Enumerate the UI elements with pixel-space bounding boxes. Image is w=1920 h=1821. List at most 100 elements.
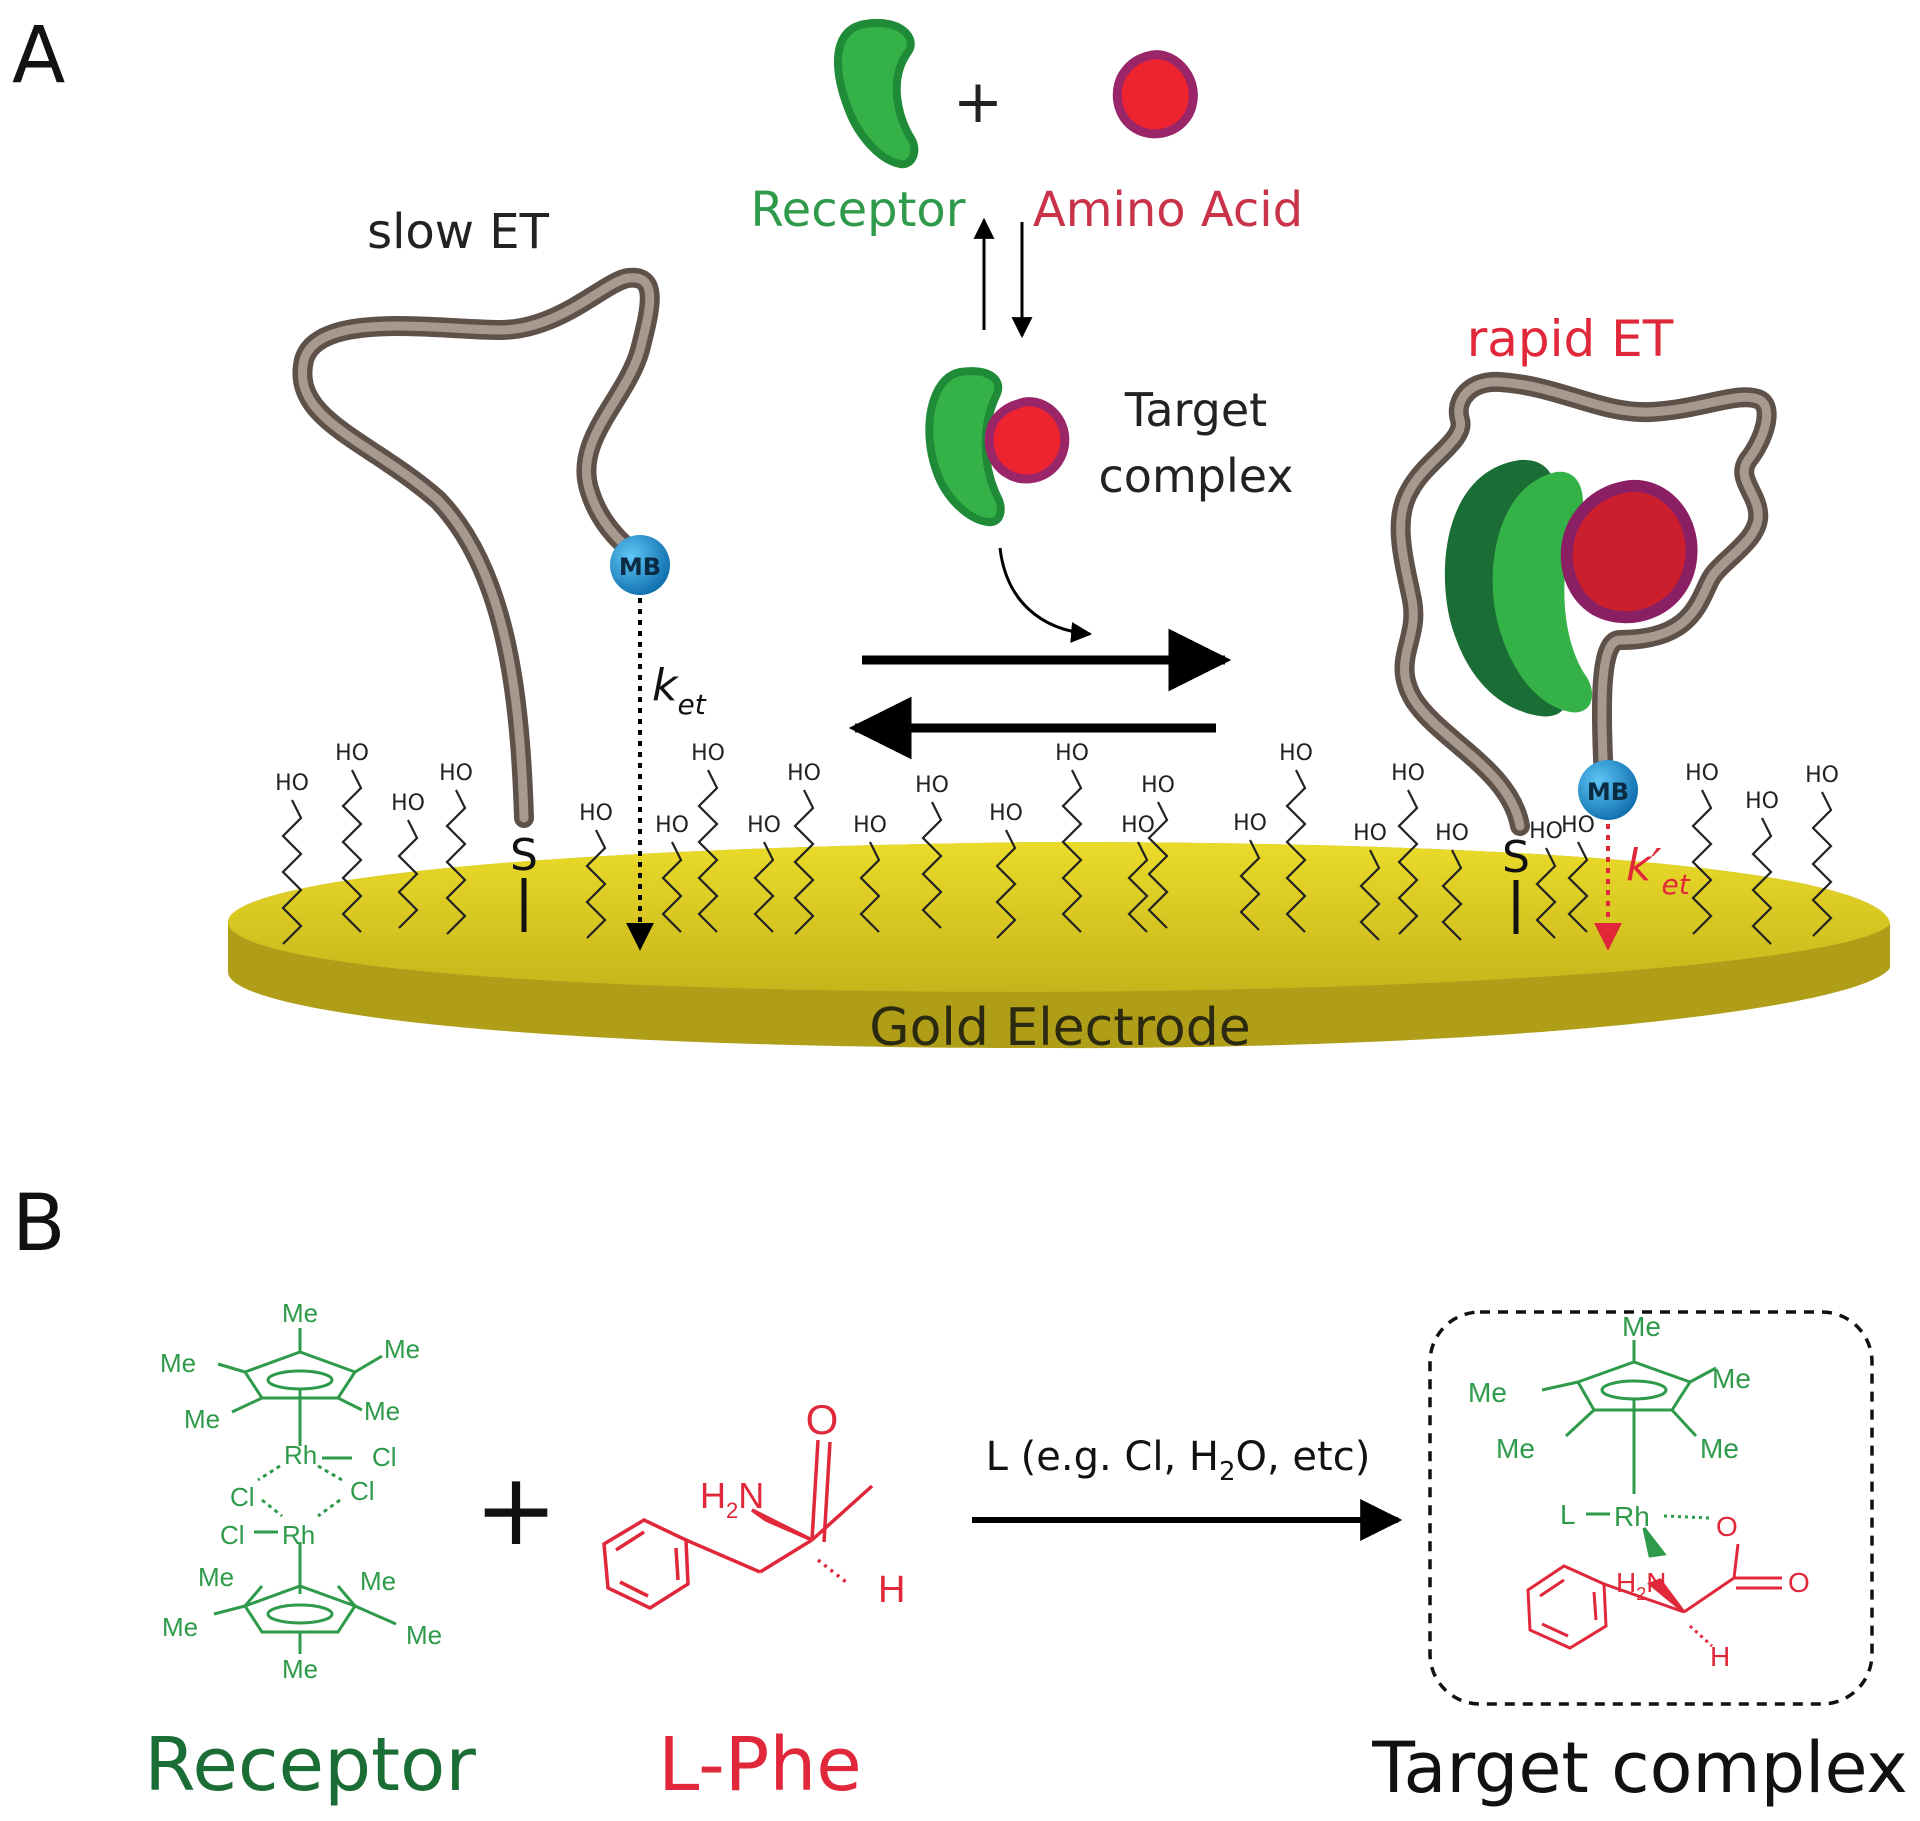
target-complex-shape [925,367,1070,527]
hydroxyl-label: HO [1745,789,1779,814]
bound-target-complex [1444,459,1698,717]
phe-hydrogen: H [878,1569,905,1611]
binding-curve-arrow [998,547,1093,643]
receptor-label: Receptor [750,182,965,238]
gold-electrode [228,842,1890,1049]
ket-label: ket [652,660,707,721]
ket-prime-label: k′et [1626,840,1691,901]
hydroxyl-label: HO [1391,761,1425,786]
tc-amine: H2N [1616,1567,1666,1604]
amino-acid-label: Amino Acid [1033,182,1303,238]
alkane-chain [1359,849,1381,941]
alkane-chain [281,799,303,945]
receptor-name: Receptor [144,1722,476,1808]
amino-acid-shape [1112,50,1198,139]
target-complex-name: Target complex [1371,1727,1907,1809]
me-8: Me [162,1612,198,1642]
hydroxyl-label: HO [747,813,781,838]
alkane-chain [585,829,607,939]
plus-sign-a: + [953,67,1003,137]
alkane-chain [1441,849,1463,941]
alkane-chain [1285,769,1307,933]
mb-redox-right [1578,760,1638,820]
hydroxyl-label: HO [1685,761,1719,786]
me-6: Me [198,1562,234,1592]
phe-oxygen: O [806,1396,839,1443]
slow-et-label: slow ET [367,204,550,260]
hydroxyl-label: HO [655,813,689,838]
rh-2: Rh [282,1520,315,1550]
hydroxyl-label: HO [1529,819,1563,844]
me-10: Me [282,1654,318,1684]
cl-2: Cl [230,1482,255,1512]
alkane-chain [995,829,1017,939]
hydroxyl-label: HO [1233,811,1267,836]
cl-3: Cl [350,1476,375,1506]
alkane-chain [397,819,419,929]
hydroxyl-label: HO [691,741,725,766]
me-7: Me [360,1566,396,1596]
target-complex-label-2: complex [1099,449,1294,503]
cl-4: Cl [220,1520,245,1550]
hydroxyl-label: HO [853,813,887,838]
rh-1: Rh [284,1440,317,1470]
sulfur-atom-right: S [1502,832,1530,883]
hydroxyl-label: HO [579,801,613,826]
alkane-chain [1147,801,1169,929]
cl-1: Cl [372,1442,397,1472]
hydroxyl-label: HO [1121,813,1155,838]
target-complex-box [1428,1310,1874,1706]
panel-a-label: A [12,11,65,101]
reaction-conditions: L (e.g. Cl, H2O, etc) [986,1434,1371,1487]
me-9: Me [406,1620,442,1650]
alkane-chain [921,801,943,929]
tc-me-4: Me [1496,1433,1535,1464]
alkane-chain [753,841,775,933]
receptor-dimer-structure [213,1328,397,1654]
hydroxyl-label: HO [1353,821,1387,846]
tc-hydrogen: H [1710,1641,1730,1672]
target-complex-structure [1526,1340,1782,1650]
mb-label-right: MB [1587,778,1629,806]
target-complex-label-1: Target [1124,383,1267,437]
hydroxyl-label: HO [439,761,473,786]
l-phe-name: L-Phe [658,1722,862,1808]
me-3: Me [384,1334,420,1364]
alkane-chain [1127,841,1149,933]
hydroxyl-label: HO [1435,821,1469,846]
hydroxyl-label: HO [1141,773,1175,798]
hydroxyl-label: HO [275,771,309,796]
tc-l: L [1560,1499,1576,1530]
alkane-chain [445,789,467,935]
hydroxyl-label: HO [1561,813,1595,838]
me-2: Me [160,1348,196,1378]
alkane-chain [661,841,683,933]
sulfur-atom-left: S [510,830,538,881]
hydroxyl-label: HO [989,801,1023,826]
alkane-chain [793,789,815,935]
hydroxyl-label: HO [335,741,369,766]
alkane-chain [697,769,719,933]
hydroxyl-label: HO [1279,741,1313,766]
alkane-chain [1567,841,1589,933]
phe-amine: H2N [700,1475,764,1523]
me-1: Me [282,1298,318,1328]
panel-b-label: B [12,1179,66,1269]
tc-me-3: Me [1712,1363,1751,1394]
hydroxyl-label: HO [915,773,949,798]
l-phe-structure [602,1439,874,1610]
mb-redox-left [610,535,670,595]
rapid-et-label: rapid ET [1467,310,1674,368]
alkane-chain [1691,789,1713,935]
tc-me-1: Me [1622,1311,1661,1342]
hydroxyl-label: HO [787,761,821,786]
gold-electrode-label: Gold Electrode [869,998,1250,1058]
hydroxyl-label: HO [1805,763,1839,788]
tc-me-2: Me [1468,1377,1507,1408]
hydroxyl-label: HO [1055,741,1089,766]
tc-rh: Rh [1614,1501,1650,1532]
tc-o-carbonyl: O [1788,1567,1810,1598]
alkane-chain [341,769,363,933]
alkane-chain [859,841,881,933]
